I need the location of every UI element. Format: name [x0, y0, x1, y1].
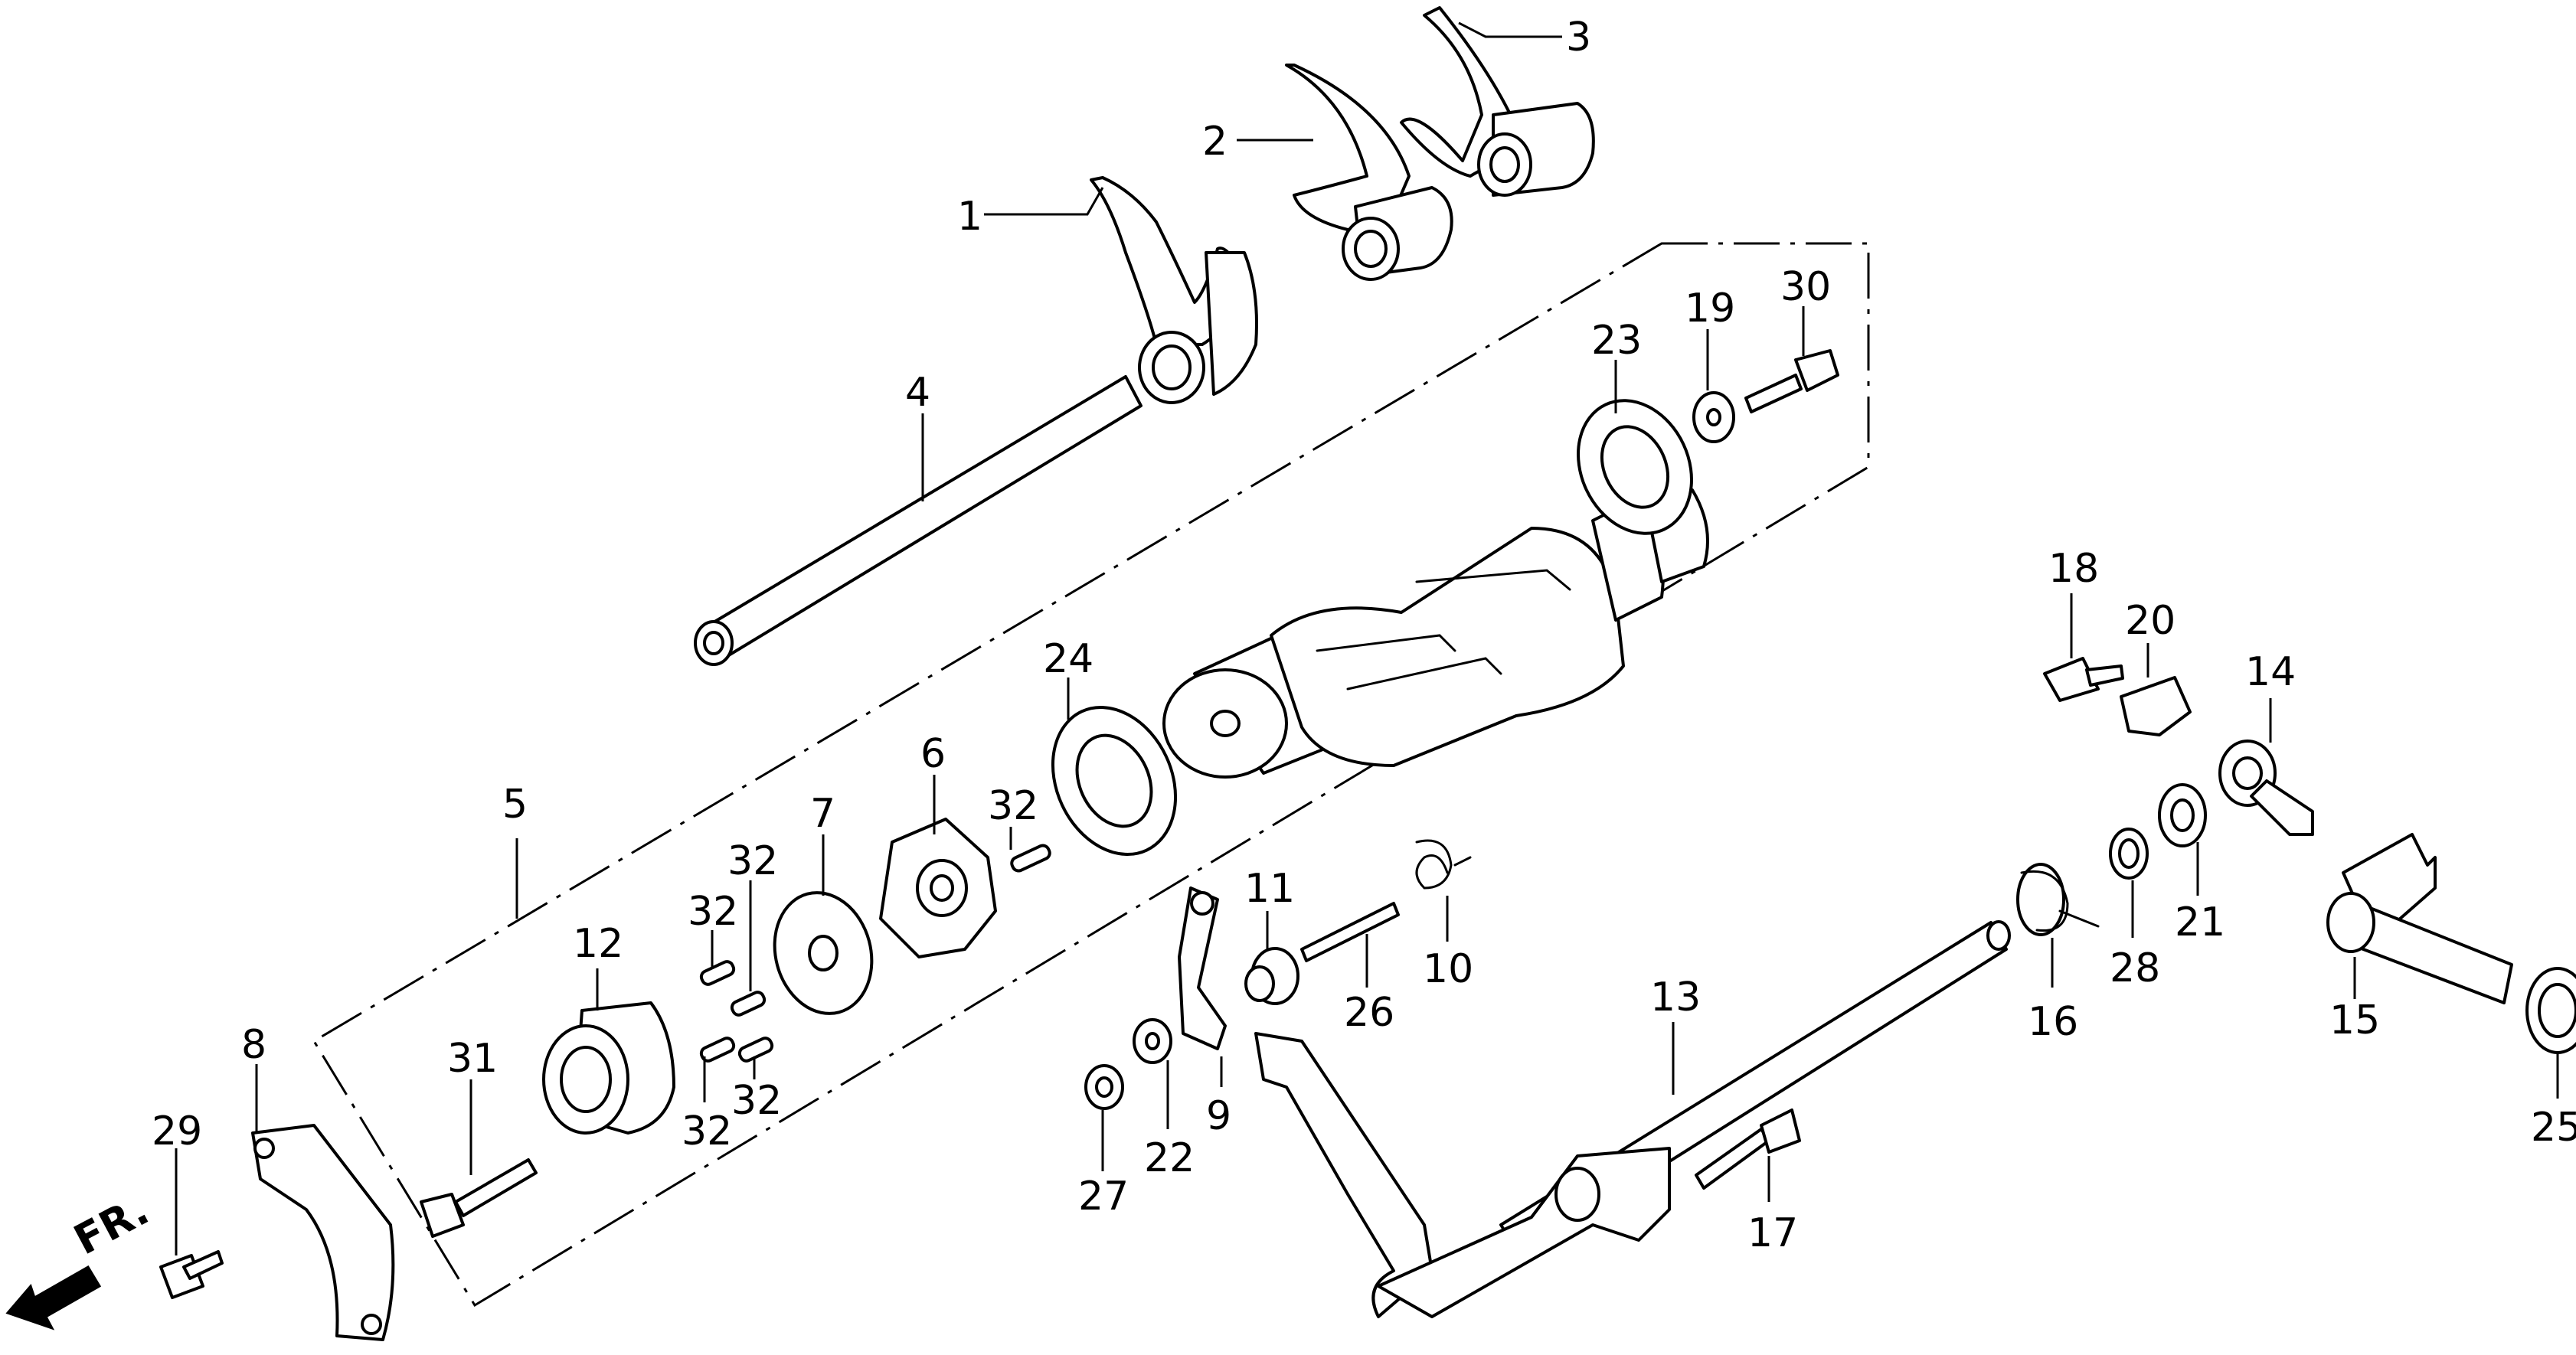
collar-11 [1244, 947, 1299, 1005]
stopper-20 [2120, 676, 2192, 736]
callout-32a: 32 [988, 783, 1038, 829]
shift-fork-shaft [694, 375, 1143, 666]
washer-22 [1133, 1018, 1172, 1064]
shift-shaft-15 [2326, 833, 2513, 1004]
bearing-23 [1577, 399, 1693, 535]
bolt-29 [159, 1250, 224, 1299]
oil-seal-25 [2525, 967, 2576, 1054]
front-direction-arrow [5, 1265, 102, 1331]
callout-21: 21 [2175, 900, 2225, 945]
callout-2: 2 [1202, 119, 1228, 165]
callout-32b: 32 [727, 838, 778, 884]
bolt-18 [2043, 657, 2124, 702]
leader-1 [984, 187, 1104, 216]
nut-27 [1084, 1064, 1124, 1110]
callout-32c: 32 [688, 889, 738, 935]
callout-19: 19 [1685, 286, 1735, 331]
stopper-arm-9 [1178, 886, 1227, 1050]
shift-arm [1254, 1032, 1671, 1318]
callout-5: 5 [502, 782, 528, 828]
circlip-28 [2109, 828, 2149, 880]
shift-drum-plate-7 [773, 891, 874, 1015]
callout-7: 7 [810, 791, 835, 837]
callout-24: 24 [1043, 636, 1093, 682]
callout-17: 17 [1747, 1210, 1798, 1256]
callout-23: 23 [1591, 318, 1642, 364]
washer-21 [2158, 783, 2207, 847]
bolt-30 [1744, 349, 1839, 413]
dowel-pins-32 [699, 844, 1051, 1063]
callout-32d: 32 [682, 1108, 732, 1154]
callout-10: 10 [1423, 946, 1473, 992]
callout-14: 14 [2245, 649, 2296, 695]
callout-16: 16 [2028, 999, 2078, 1045]
callout-13: 13 [1650, 975, 1701, 1020]
arm-14 [2218, 740, 2314, 836]
washer-19 [1692, 391, 1735, 443]
callout-22: 22 [1144, 1135, 1195, 1181]
callout-15: 15 [2329, 997, 2380, 1043]
callout-11: 11 [1244, 866, 1295, 912]
callout-6: 6 [920, 731, 946, 777]
front-direction-label: FR. [67, 1186, 157, 1265]
callout-20: 20 [2125, 598, 2176, 644]
callout-30: 30 [1780, 264, 1831, 310]
bracket-8 [251, 1124, 395, 1341]
callout-28: 28 [2110, 945, 2160, 991]
callout-3: 3 [1566, 15, 1591, 60]
callout-9: 9 [1206, 1093, 1231, 1139]
assembly-outline [312, 242, 1870, 1308]
shift-fork-3 [1400, 6, 1595, 197]
return-spring-16 [2016, 863, 2100, 936]
callout-26: 26 [1344, 990, 1394, 1036]
shift-fork-2 [1285, 64, 1453, 281]
callout-4: 4 [905, 370, 930, 416]
callout-8: 8 [241, 1022, 266, 1068]
callout-31: 31 [447, 1036, 498, 1082]
callout-27: 27 [1078, 1174, 1129, 1220]
callout-25: 25 [2531, 1105, 2576, 1151]
bearing-24 [1051, 705, 1178, 857]
shift-drum [1162, 488, 1709, 779]
callout-18: 18 [2048, 546, 2099, 592]
bolt-31 [420, 1158, 538, 1238]
callout-32e: 32 [731, 1078, 782, 1124]
callout-12: 12 [573, 921, 623, 967]
bolt-17 [1695, 1108, 1801, 1190]
shift-fork-1 [1090, 176, 1258, 404]
drum-center-6 [879, 818, 997, 958]
callout-1: 1 [957, 194, 982, 240]
spring-26 [1300, 902, 1400, 962]
spring-10 [1415, 839, 1472, 890]
leader-3 [1458, 21, 1562, 38]
stopper-plate-12 [542, 1001, 675, 1135]
callout-29: 29 [152, 1108, 202, 1154]
